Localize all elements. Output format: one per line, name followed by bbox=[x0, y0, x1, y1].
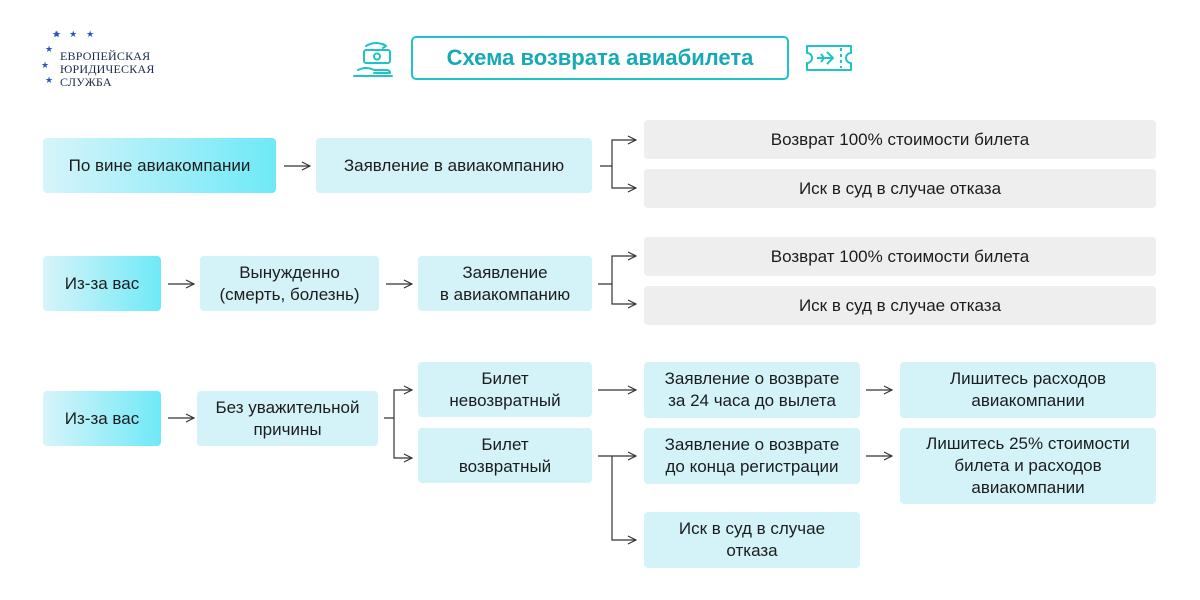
lawsuit-3: Иск в суд в случае отказа bbox=[644, 512, 860, 568]
box-label-line: (смерть, болезнь) bbox=[219, 284, 360, 304]
box-label-line: Вынужденно bbox=[239, 262, 340, 282]
box-label: Заявление в авиакомпанию bbox=[343, 155, 565, 175]
box-label-line: Без уважительной bbox=[215, 397, 360, 417]
box-label: Возврат 100% стоимости билета bbox=[770, 129, 1030, 149]
result-lawsuit: Иск в суд в случае отказа bbox=[644, 169, 1156, 208]
box-label-line: до конца регистрации bbox=[665, 457, 839, 476]
svg-text:★: ★ bbox=[45, 76, 53, 86]
svg-text:★: ★ bbox=[53, 30, 61, 40]
box-label-line: Билет bbox=[481, 368, 529, 388]
reason-no-valid: Без уважительной причины bbox=[197, 391, 378, 446]
page-title: Схема возврата авиабилета bbox=[411, 36, 789, 80]
box-label-line: возвратный bbox=[458, 456, 552, 476]
box-label-line: авиакомпании bbox=[971, 391, 1085, 410]
box-label-line: Лишитесь расходов bbox=[949, 369, 1107, 388]
claim-registration: Заявление о возврате до конца регистраци… bbox=[644, 428, 860, 484]
result-full-refund-2: Возврат 100% стоимости билета bbox=[644, 237, 1156, 276]
box-label-line: Заявление о возврате bbox=[664, 435, 840, 454]
box-label: По вине авиакомпании bbox=[68, 155, 251, 175]
box-label-line: билета и расходов bbox=[954, 456, 1102, 475]
result-lose-airline-costs: Лишитесь расходов авиакомпании bbox=[900, 362, 1156, 418]
box-label-line: Заявление bbox=[462, 262, 548, 282]
svg-text:★: ★ bbox=[45, 45, 53, 55]
logo-line: ЕВРОПЕЙСКАЯ bbox=[60, 49, 151, 63]
box-label-line: Лишитесь 25% стоимости bbox=[926, 434, 1130, 453]
box-label-line: причины bbox=[253, 419, 322, 439]
reason-forced: Вынужденно (смерть, болезнь) bbox=[200, 256, 379, 311]
box-label-line: в авиакомпанию bbox=[439, 284, 571, 304]
box-label-line: Иск в суд в случае bbox=[678, 519, 826, 538]
box-label-line: авиакомпании bbox=[971, 478, 1085, 497]
box-label: Из-за вас bbox=[64, 273, 140, 293]
box-label-line: невозвратный bbox=[449, 390, 561, 410]
start-your-fault: Из-за вас bbox=[43, 256, 161, 311]
box-label: Из-за вас bbox=[64, 408, 140, 428]
eu-stars-top-icon: ★★★ bbox=[52, 30, 104, 40]
result-lose-25: Лишитесь 25% стоимости билета и расходов… bbox=[900, 428, 1156, 504]
box-label-line: Заявление о возврате bbox=[664, 369, 840, 388]
ticket-nonrefundable: Билет невозвратный bbox=[418, 362, 592, 417]
box-label: Иск в суд в случае отказа bbox=[798, 178, 1002, 198]
money-return-icon bbox=[353, 42, 393, 77]
box-label-line: Билет bbox=[481, 434, 529, 454]
box-label: Иск в суд в случае отказа bbox=[798, 295, 1002, 315]
logo: ЕВРОПЕЙСКАЯ ЮРИДИЧЕСКАЯ СЛУЖБА bbox=[60, 50, 155, 89]
result-full-refund: Возврат 100% стоимости билета bbox=[644, 120, 1156, 159]
box-label-line: отказа bbox=[726, 541, 778, 560]
start-your-fault-2: Из-за вас bbox=[43, 391, 161, 446]
result-lawsuit-2: Иск в суд в случае отказа bbox=[644, 286, 1156, 325]
step-claim-airline-2: Заявление в авиакомпанию bbox=[418, 256, 592, 311]
eu-stars-icon: ★ ★ ★ ★ ★ bbox=[41, 30, 61, 86]
plane-ticket-icon bbox=[806, 45, 852, 71]
claim-24h: Заявление о возврате за 24 часа до вылет… bbox=[644, 362, 860, 418]
box-label: Возврат 100% стоимости билета bbox=[770, 246, 1030, 266]
start-airline-fault: По вине авиакомпании bbox=[43, 138, 276, 193]
step-claim-airline: Заявление в авиакомпанию bbox=[316, 138, 592, 193]
logo-line: СЛУЖБА bbox=[60, 75, 112, 89]
svg-text:★: ★ bbox=[41, 61, 49, 71]
logo-line: ЮРИДИЧЕСКАЯ bbox=[60, 62, 155, 76]
ticket-refundable: Билет возвратный bbox=[418, 428, 592, 483]
box-label-line: за 24 часа до вылета bbox=[668, 391, 836, 410]
